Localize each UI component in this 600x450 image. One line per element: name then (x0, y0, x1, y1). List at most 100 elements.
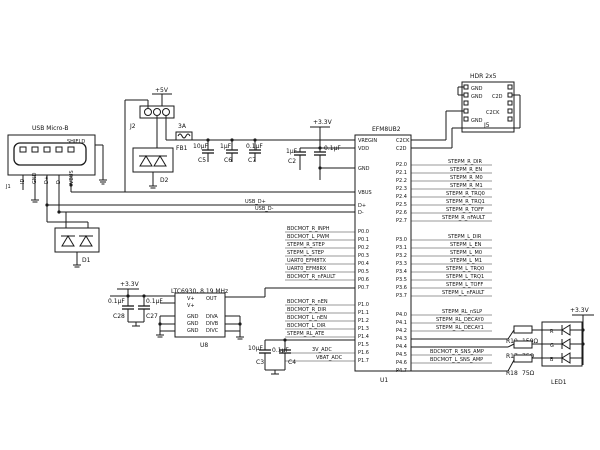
left-net-labels: BDCMOT_R_INPH BDCMOT_L_PWM STEPM_R_STEP … (285, 226, 355, 362)
fuse-fb1: 3A FB1 (175, 123, 355, 152)
j2-rail-label: +5V (155, 87, 169, 94)
hdr-body (461, 81, 515, 133)
rail-label: +3.3V (313, 119, 333, 126)
fuse-body (175, 131, 193, 141)
u1-pin: P3.6 (396, 285, 407, 291)
led-ref: LED1 (551, 379, 567, 386)
osc-pin: GND (187, 314, 199, 320)
u1-pin: P4.0 (396, 312, 407, 318)
u1-pin: P2.0 (396, 162, 407, 168)
net-label: UART0_EFM8TX (287, 258, 327, 264)
u1-pin: P3.1 (396, 245, 407, 251)
hdr-ref: J5 (483, 122, 490, 129)
osc-pin: V+ (187, 303, 195, 309)
usb-pin-pad (55, 146, 63, 153)
oscillator-u8: +3.3V LTC6930, 8.19 MHz U8 V+ V+ GND GND… (108, 281, 355, 349)
u1-pin: P3.3 (396, 261, 407, 267)
c4-ref: C4 (288, 359, 296, 366)
osc-pin: GND (187, 321, 199, 327)
net-label: UART0_EFM8RX (287, 266, 327, 272)
u1-name: EFM8UB2 (372, 126, 401, 133)
osc-pin: GND (187, 328, 199, 334)
usb-body (7, 134, 96, 176)
net-label: STEPM_R_TRQ0 (446, 191, 485, 197)
osc-pin: OUT (206, 296, 218, 302)
net-usb-dm: USB_D- (255, 206, 274, 212)
osc-rail: +3.3V (120, 281, 140, 288)
usb-pin-pad (67, 146, 75, 153)
u1-pin: P3.2 (396, 253, 407, 259)
u1-pin: P4.4 (396, 344, 407, 350)
usb-pin-pad (31, 146, 39, 153)
usb-connector: USB Micro-B SHIELD J1 ID GND D+ D- VBUS (5, 125, 107, 212)
u1-pin: P1.3 (358, 326, 369, 332)
net-label: STEPM_L_DIR (448, 234, 482, 240)
u1-pin: P4.3 (396, 336, 407, 342)
led-color: G (550, 343, 554, 349)
u1-pin: P4.6 (396, 360, 407, 366)
led-rail: +3.3V (570, 307, 590, 314)
u1-pin: GND (358, 166, 370, 172)
cap-ref: C7 (248, 157, 256, 164)
cap-ref: C6 (224, 157, 232, 164)
u1-right-pins: C2CK C2D P2.0 P2.1 P2.2 P2.3 P2.4 P2.5 P… (396, 138, 410, 374)
cap-ref: C5 (198, 157, 206, 164)
cap-c6: 1µF C6 (220, 140, 238, 164)
cap-value: 0.1µF (146, 298, 163, 305)
u1-pin: P2.3 (396, 186, 407, 192)
net-label: BDCMOT_R_nFAULT (287, 274, 336, 280)
cap-c27: 0.1µF C27 (138, 296, 163, 322)
d2-ref: D2 (160, 177, 169, 184)
hdr-pin: GND (471, 94, 483, 100)
osc-body (174, 292, 226, 338)
u1-pin: P2.5 (396, 202, 407, 208)
c2-ref: C2 (288, 158, 296, 165)
led-color: R (550, 329, 554, 335)
u1-pin: P3.4 (396, 269, 407, 275)
net-label: BDCMOT_L_nEN (287, 315, 327, 321)
caps-top: 10µF C5 1µF C6 0.1µF C7 (193, 140, 263, 164)
led-color: B (550, 357, 554, 363)
net-label: STEPM_L_STEP (287, 250, 324, 256)
u1-pin: P4.5 (396, 352, 407, 358)
caps-c3-c4: 10µF 0.1µF C3 C4 (248, 339, 355, 375)
net-usb-dp: USB_D+ (245, 199, 266, 205)
u1-pin: P0.5 (358, 269, 369, 275)
net-label: STEPM_L_M1 (450, 258, 482, 264)
net-label: STEPM_R_EN (450, 167, 482, 173)
hdr-pin: GND (471, 118, 483, 124)
u1-ref: U1 (380, 377, 388, 384)
fuse-ref: FB1 (176, 145, 188, 152)
u1-pin: P3.0 (396, 237, 407, 243)
u1-pin: P1.5 (358, 342, 369, 348)
u1-pin: P1.7 (358, 358, 369, 364)
net-label: STEPM_R_STEP (287, 242, 325, 248)
u1-pin: P3.7 (396, 293, 407, 299)
u1-pin: P0.0 (358, 229, 369, 235)
usb-title: USB Micro-B (32, 125, 69, 132)
net-label: STEPM_L_nFAULT (442, 290, 485, 296)
j2-ref: J2 (129, 123, 136, 130)
u1-left-pins: VREGIN VDD GND VBUS D+ D- P0.0 P0.1 P0.2… (358, 138, 377, 364)
u1-pin: P2.2 (396, 178, 407, 184)
u1-pin: P1.0 (358, 302, 369, 308)
cap-ref: C28 (113, 313, 125, 320)
mcu-u1: EFM8UB2 U1 VREGIN VDD GND VBUS D+ D- P0.… (354, 126, 412, 384)
u1-pin: P3.5 (396, 277, 407, 283)
net-label: BDCMOT_R_INPH (287, 226, 330, 232)
net-label: BDCMOT_R_SNS_AMP (430, 349, 484, 355)
net-label: STEPM_RL_DECAY0 (436, 317, 484, 323)
u1-pin: P0.4 (358, 261, 369, 267)
u1-pin: P1.2 (358, 318, 369, 324)
u1-pin: P0.6 (358, 277, 369, 283)
u1-body (354, 134, 412, 372)
cap-value: 1µF (220, 143, 232, 150)
u1-pin: P1.6 (358, 350, 369, 356)
net-label: BDCMOT_R_nEN (287, 299, 328, 305)
cap-ref: C27 (146, 313, 158, 320)
net-label: STEPM_RL_DECAY1 (436, 325, 484, 331)
osc-ref: U8 (200, 342, 208, 349)
c4-value: 0.1µF (272, 347, 289, 354)
junctions (45, 138, 585, 346)
